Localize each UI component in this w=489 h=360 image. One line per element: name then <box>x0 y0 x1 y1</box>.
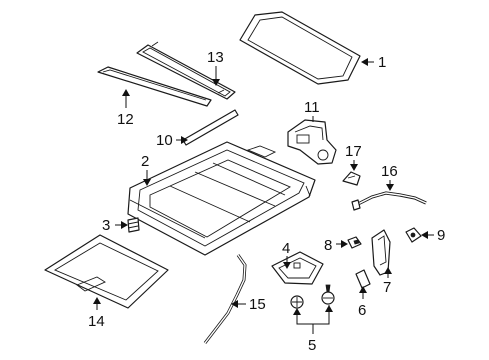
svg-text:12: 12 <box>117 111 134 128</box>
clip-9 <box>405 227 422 243</box>
callout-16: 16 <box>381 163 398 191</box>
callout-2: 2 <box>141 153 151 186</box>
callout-3: 3 <box>102 217 128 234</box>
callout-15: 15 <box>231 296 266 313</box>
glass-panel <box>239 11 361 85</box>
svg-text:9: 9 <box>437 227 445 244</box>
screw-5a <box>290 295 304 309</box>
bolt-3 <box>127 217 140 233</box>
svg-text:13: 13 <box>207 49 224 66</box>
drain-hose <box>203 254 247 344</box>
callout-7: 7 <box>383 267 392 296</box>
callout-13: 13 <box>207 49 224 86</box>
clip-8 <box>347 236 362 249</box>
svg-text:11: 11 <box>304 99 320 116</box>
svg-text:7: 7 <box>383 279 391 296</box>
callout-1: 1 <box>361 54 386 71</box>
sunroof-frame <box>127 141 316 256</box>
svg-text:14: 14 <box>88 313 105 330</box>
callout-12: 12 <box>117 89 134 128</box>
callout-9: 9 <box>421 227 445 244</box>
drain-hose-16 <box>351 191 427 211</box>
svg-text:17: 17 <box>345 143 362 160</box>
callout-6: 6 <box>358 286 367 319</box>
svg-text:4: 4 <box>282 240 290 257</box>
sunshade-trim <box>97 66 212 107</box>
svg-text:6: 6 <box>358 302 366 319</box>
svg-text:16: 16 <box>381 163 398 180</box>
callout-8: 8 <box>324 237 348 254</box>
svg-text:2: 2 <box>141 153 149 170</box>
screw-5b <box>321 284 335 305</box>
callout-10: 10 <box>156 132 188 149</box>
seal-strip <box>182 109 239 146</box>
callout-17: 17 <box>345 143 362 171</box>
svg-text:1: 1 <box>378 54 386 71</box>
sunroof-motor <box>287 119 337 165</box>
guide-bracket <box>271 251 324 285</box>
cap-17 <box>342 171 361 186</box>
svg-text:3: 3 <box>102 217 110 234</box>
callout-11: 11 <box>304 99 320 122</box>
cable-end-6 <box>355 269 371 289</box>
svg-text:10: 10 <box>156 132 173 149</box>
callout-4: 4 <box>282 240 291 269</box>
callout-5: 5 <box>293 305 333 354</box>
sunshade-panel <box>44 234 169 309</box>
wind-deflector <box>136 41 236 100</box>
svg-text:15: 15 <box>249 296 266 313</box>
callout-14: 14 <box>88 297 105 330</box>
svg-text:5: 5 <box>308 337 316 354</box>
svg-text:8: 8 <box>324 237 332 254</box>
